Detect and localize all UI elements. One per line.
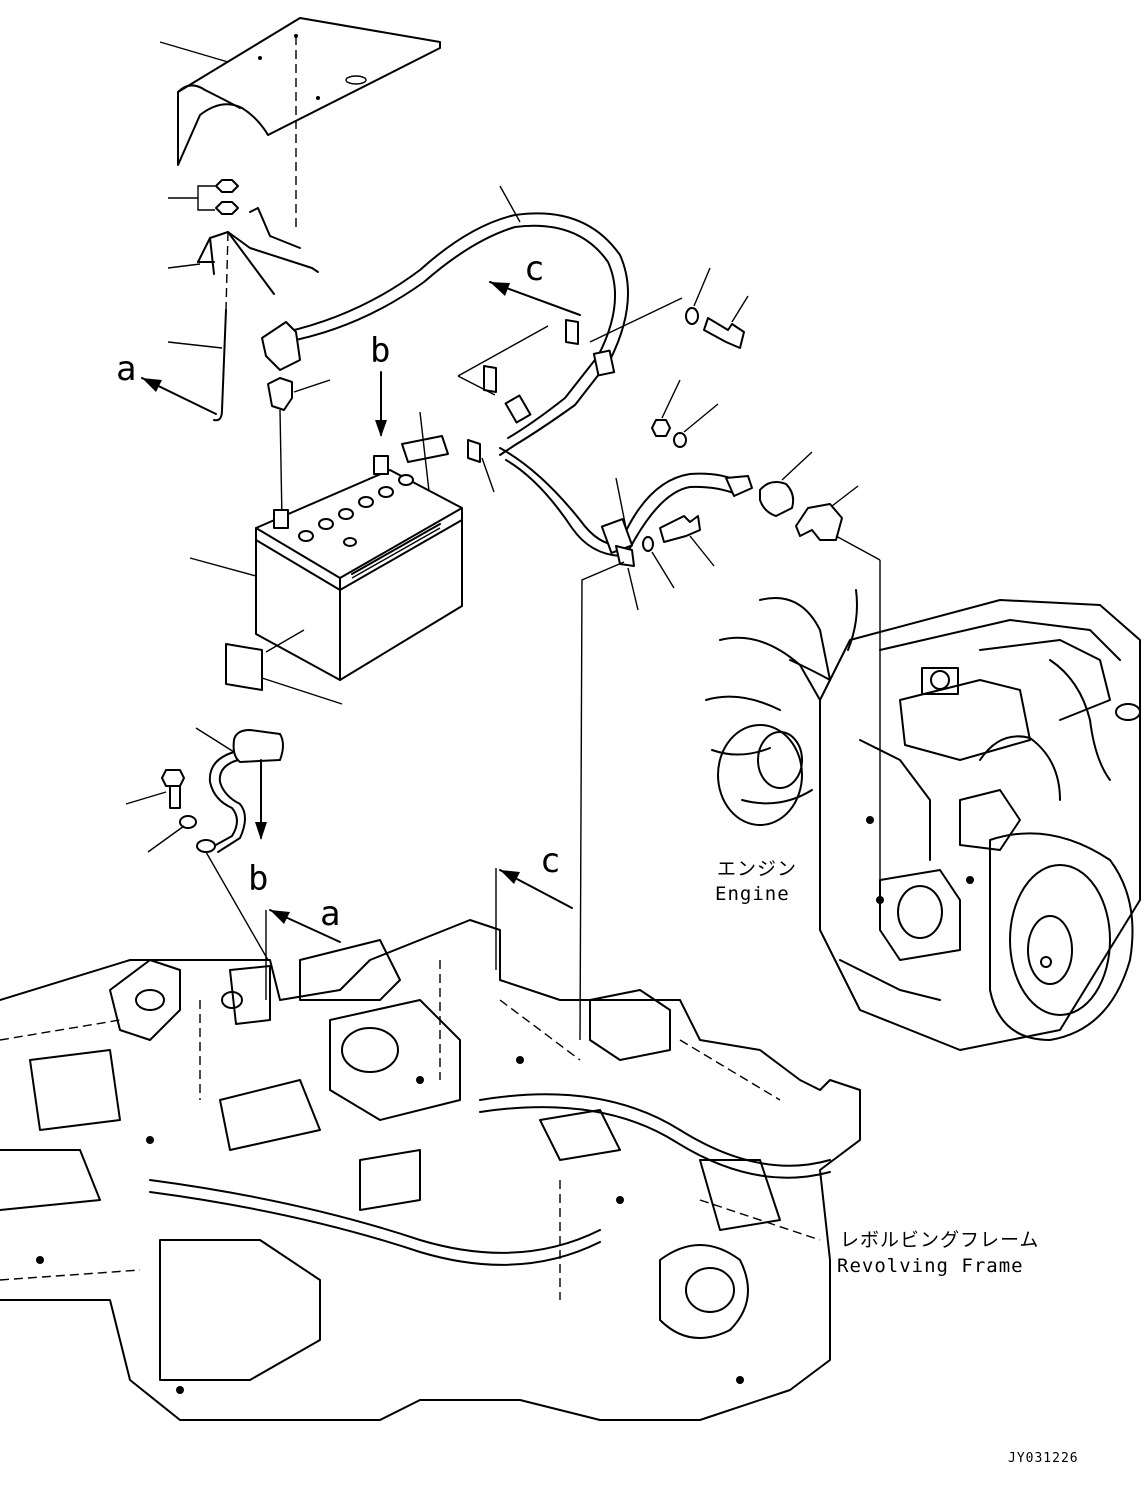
leader-cable bbox=[499, 185, 521, 223]
view-arrow-a-lower bbox=[269, 909, 341, 943]
ground-cable bbox=[499, 447, 753, 567]
hold-down-bracket bbox=[197, 207, 319, 295]
view-arrow-c-lower bbox=[499, 869, 573, 909]
leader-j-bolt bbox=[167, 341, 223, 349]
view-arrow-b-lower bbox=[255, 759, 267, 840]
terminal-boot bbox=[759, 481, 795, 517]
label-a-lower: a bbox=[320, 894, 340, 934]
caution-label bbox=[401, 435, 449, 463]
drawing-code: JY031226 bbox=[1008, 1451, 1079, 1466]
washer-lower bbox=[179, 815, 197, 829]
negative-cable bbox=[196, 729, 284, 853]
view-arrow-c-upper bbox=[489, 281, 581, 316]
terminal-cover bbox=[795, 503, 843, 541]
leader-plate bbox=[481, 457, 495, 493]
battery-cover bbox=[177, 17, 441, 166]
view-arrow-a-upper bbox=[141, 377, 217, 415]
terminal-clamp bbox=[267, 377, 293, 521]
leader-clamp-bracket bbox=[627, 567, 639, 611]
leader-bracket bbox=[167, 263, 201, 269]
label-b-lower: b bbox=[248, 859, 268, 899]
leader-label bbox=[419, 411, 431, 501]
view-arrow-b-upper bbox=[375, 371, 387, 437]
label-b-upper: b bbox=[370, 331, 390, 371]
label-c-upper: c bbox=[524, 249, 544, 289]
leader-clamp-plates bbox=[457, 325, 549, 396]
j-bolt bbox=[213, 309, 227, 422]
nut-mid bbox=[651, 419, 671, 437]
leader-plate-bolt bbox=[589, 297, 683, 343]
engine-label-jp: エンジン bbox=[717, 858, 797, 880]
engine bbox=[705, 589, 1141, 1051]
frame-label-en: Revolving Frame bbox=[837, 1255, 1024, 1277]
washer-low bbox=[642, 536, 654, 552]
frame-label-jp: レボルビングフレーム bbox=[840, 1229, 1039, 1251]
battery bbox=[255, 455, 463, 681]
warning-plate bbox=[225, 643, 263, 691]
revolving-frame bbox=[0, 919, 861, 1421]
leader-clamp bbox=[615, 477, 627, 529]
cable-route-line bbox=[579, 561, 625, 1041]
bolt-mid bbox=[659, 515, 701, 543]
clamp-plates bbox=[467, 319, 579, 463]
leader-cover bbox=[159, 41, 229, 63]
leader-battery bbox=[189, 557, 257, 577]
label-c-lower: c bbox=[540, 841, 560, 881]
positive-cable bbox=[261, 212, 629, 456]
washer-upper bbox=[685, 307, 699, 325]
bolt-upper bbox=[703, 317, 745, 349]
leader-terminal bbox=[293, 379, 331, 393]
bolt-lower bbox=[161, 769, 185, 809]
washer-mid bbox=[673, 432, 687, 448]
engine-label-en: Engine bbox=[715, 883, 790, 905]
leader-nuts bbox=[168, 185, 215, 211]
leader-warning-plate bbox=[261, 677, 343, 705]
hold-down-nuts bbox=[215, 179, 239, 215]
leader-negative-cable bbox=[195, 727, 235, 753]
label-a-upper: a bbox=[116, 349, 136, 389]
